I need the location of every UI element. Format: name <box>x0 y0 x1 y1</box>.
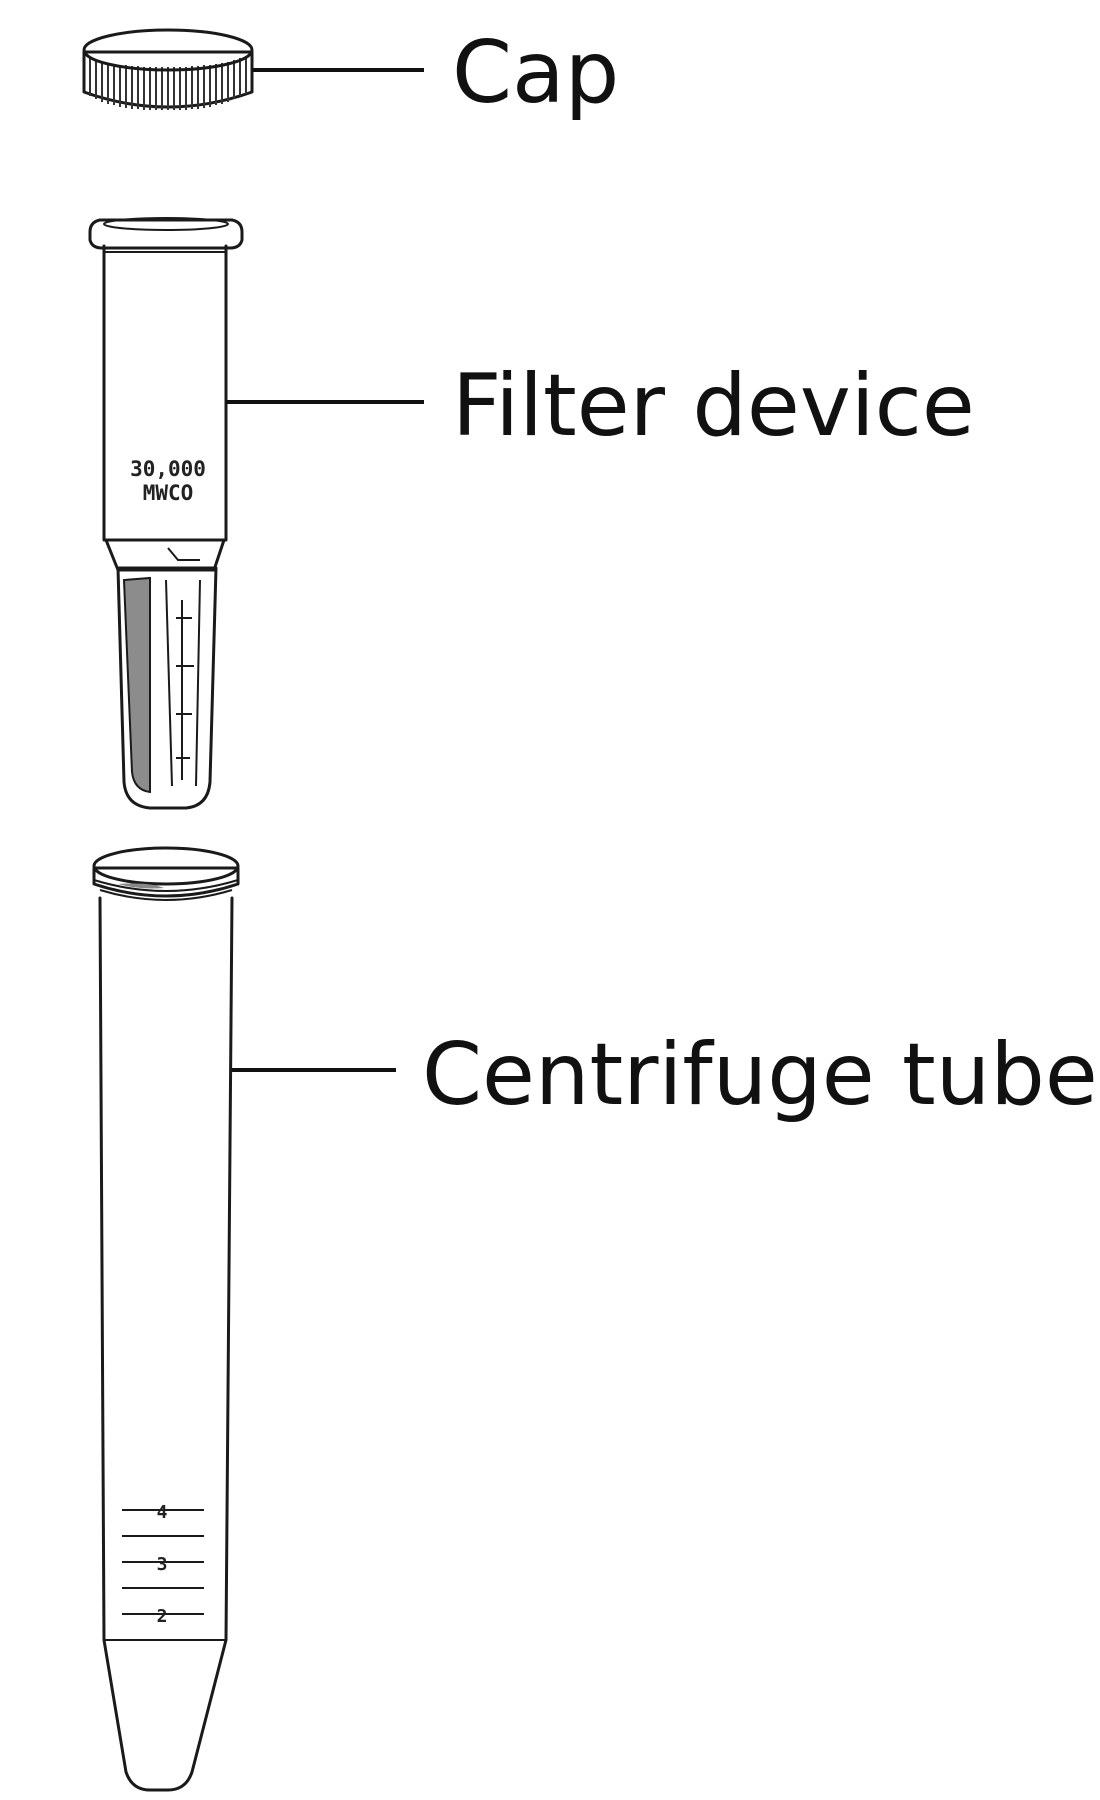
filter-device-part: 30,000 MWCO <box>88 217 244 810</box>
filter-mwco-value: 30,000 <box>130 457 206 481</box>
cap-label: Cap <box>452 23 619 123</box>
cap-knurling <box>89 56 247 110</box>
graduation-label-4: 4 <box>157 1502 168 1523</box>
tube-graduations: 4 3 2 <box>122 1502 204 1627</box>
centrifuge-tube-part <box>92 846 240 1792</box>
filter-mwco-label: MWCO <box>143 481 194 505</box>
filter-device-label: Filter device <box>452 356 975 456</box>
filter-membrane-panel <box>122 576 151 794</box>
graduation-label-2: 2 <box>157 1606 168 1627</box>
cap-part <box>82 28 254 110</box>
centrifuge-tube-label: Centrifuge tube <box>422 1025 1098 1125</box>
graduation-label-3: 3 <box>157 1554 168 1575</box>
